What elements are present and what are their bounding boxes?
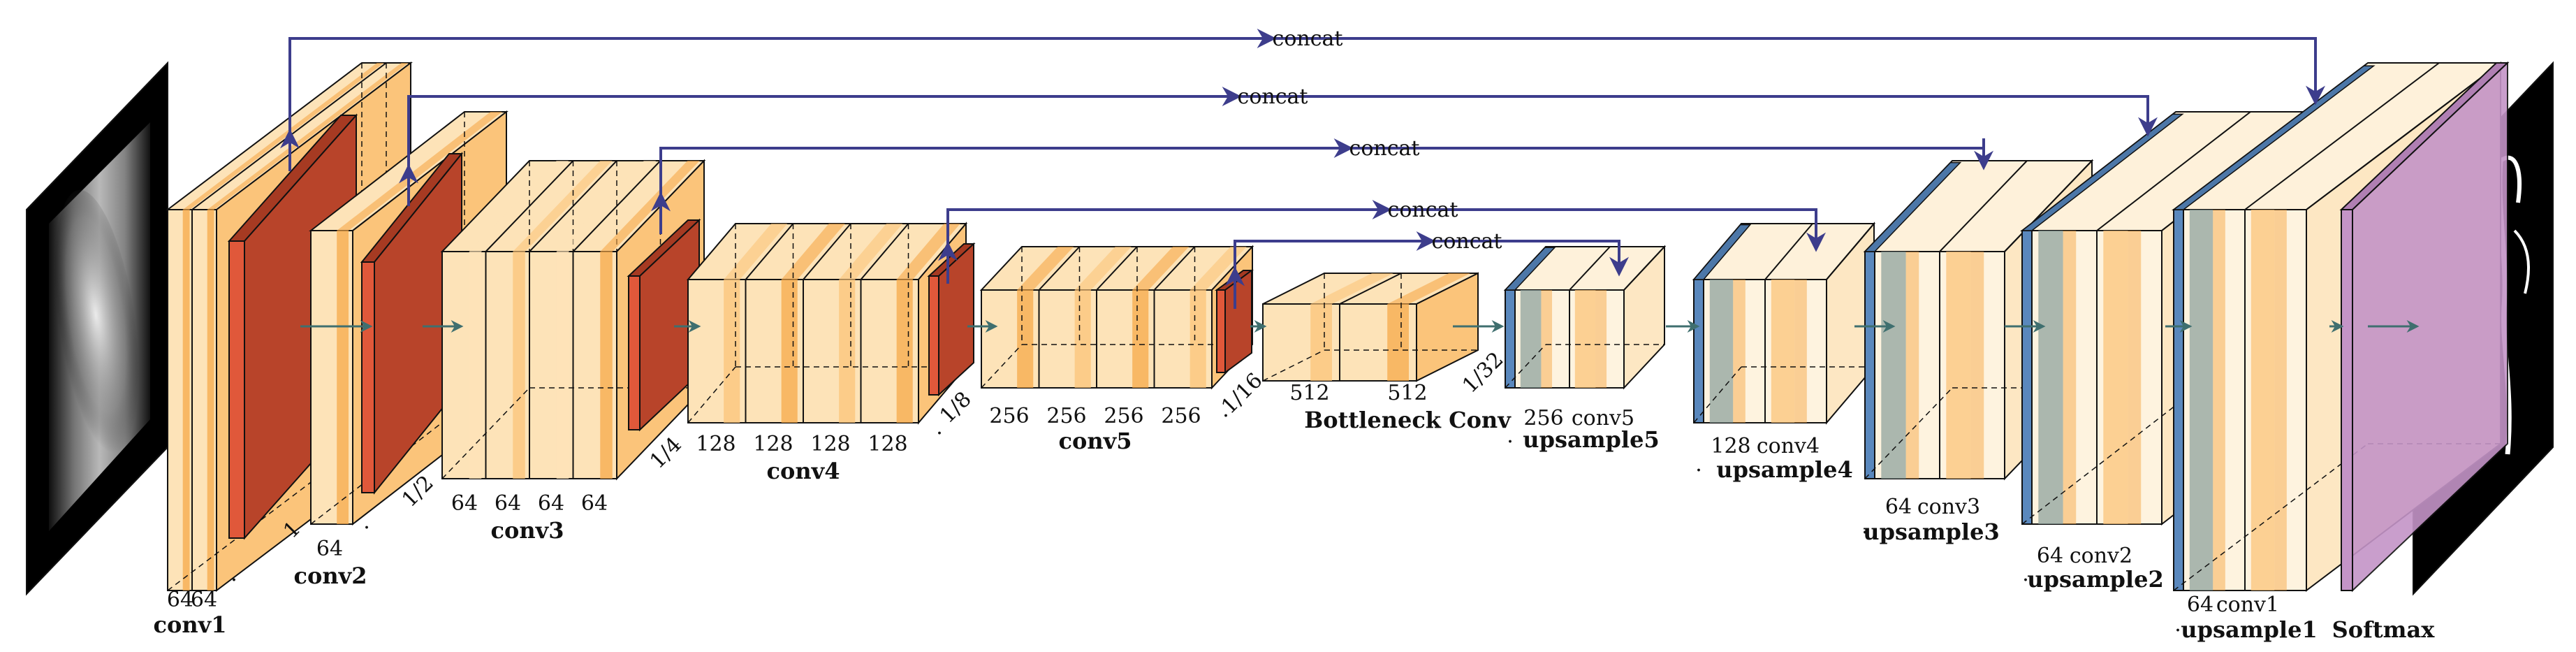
conv3-name-label: conv3 (491, 517, 564, 544)
input-image (26, 61, 168, 596)
bottleneck-name-label: Bottleneck Conv (1304, 407, 1512, 433)
concat-label: concat (1388, 198, 1458, 222)
conv5-name-label: conv5 (1059, 428, 1132, 454)
concat-label: concat (1238, 85, 1308, 109)
conv2-name-label: conv2 (294, 563, 367, 589)
up4-skip-label: conv4 (1757, 434, 1820, 458)
up2-channel-label: 64 (2037, 544, 2063, 568)
up2-skip-label: conv2 (2070, 544, 2132, 568)
bottleneck-channel-label: 512 (1289, 381, 1329, 405)
network-layers (166, 61, 2510, 593)
concat-label: concat (1349, 136, 1420, 161)
up1-skip-label: conv1 (2216, 593, 2279, 617)
conv1-channel-label: 64 (191, 588, 217, 612)
conv4-channel-label: 128 (810, 432, 850, 456)
up5-channel-label: 256 (1523, 406, 1563, 430)
up3-skip-label: conv3 (1917, 495, 1980, 519)
up2-name-label: upsample2 (2027, 566, 2163, 593)
up4-name-label: upsample4 (1716, 456, 1852, 483)
skip-concat-conv5: concat (1225, 229, 1629, 309)
pool2-layer (360, 152, 464, 495)
conv3-channel-label: 64 (581, 491, 608, 516)
conv3-channel-label: 64 (538, 491, 564, 516)
separator-dot: · (1861, 521, 1868, 545)
skip-concat-conv4: concat (938, 198, 1826, 284)
up5-name-label: upsample5 (1523, 426, 1659, 453)
up1-channel-label: 64 (2187, 593, 2213, 617)
conv4-name-label: conv4 (767, 458, 840, 484)
conv3-channel-label: 64 (495, 491, 521, 516)
concat-label: concat (1273, 27, 1343, 51)
conv4-block (686, 222, 968, 425)
conv4-channel-label: 128 (753, 432, 793, 456)
separator-dot: · (2174, 618, 2181, 643)
separator-dot: · (363, 516, 370, 540)
conv5-channel-label: 256 (1046, 404, 1086, 428)
separator-dot: · (1222, 404, 1229, 428)
up5-skip-label: conv5 (1572, 406, 1634, 430)
conv1-channel-label: 64 (167, 588, 193, 612)
bottleneck-block (1262, 272, 1479, 382)
up3-name-label: upsample3 (1863, 519, 1999, 545)
conv2-channel-label: 64 (316, 537, 343, 561)
conv3-channel-label: 64 (451, 491, 478, 516)
up1-name-label: upsample1 (2181, 616, 2317, 643)
separator-dot: · (230, 568, 237, 593)
skip-connections: concat concat concat concat concat (280, 27, 2325, 309)
conv5-block (979, 245, 1254, 390)
conv1-name-label: conv1 (154, 611, 227, 638)
conv5-channel-label: 256 (1104, 404, 1143, 428)
separator-dot: · (1695, 458, 1702, 483)
concat-label: concat (1432, 229, 1502, 254)
separator-dot: · (2022, 568, 2029, 593)
upsample5-block (1503, 245, 1667, 390)
skip-concat-conv2: concat (399, 85, 2158, 206)
skip-concat-conv1: concat (280, 27, 2325, 171)
softmax-layer (2339, 61, 2510, 593)
separator-dot: · (936, 421, 943, 446)
bottleneck-channel-label: 512 (1387, 381, 1427, 405)
skip-concat-conv3: concat (651, 136, 1993, 234)
conv4-channel-label: 128 (868, 432, 907, 456)
up3-channel-label: 64 (1885, 495, 1912, 519)
conv5-channel-label: 256 (1161, 404, 1201, 428)
conv4-channel-label: 128 (696, 432, 736, 456)
separator-dot: · (1507, 430, 1514, 454)
upsample4-block (1692, 222, 1876, 425)
up4-channel-label: 128 (1711, 434, 1750, 458)
conv5-channel-label: 256 (989, 404, 1029, 428)
softmax-name-label: Softmax (2332, 616, 2436, 643)
